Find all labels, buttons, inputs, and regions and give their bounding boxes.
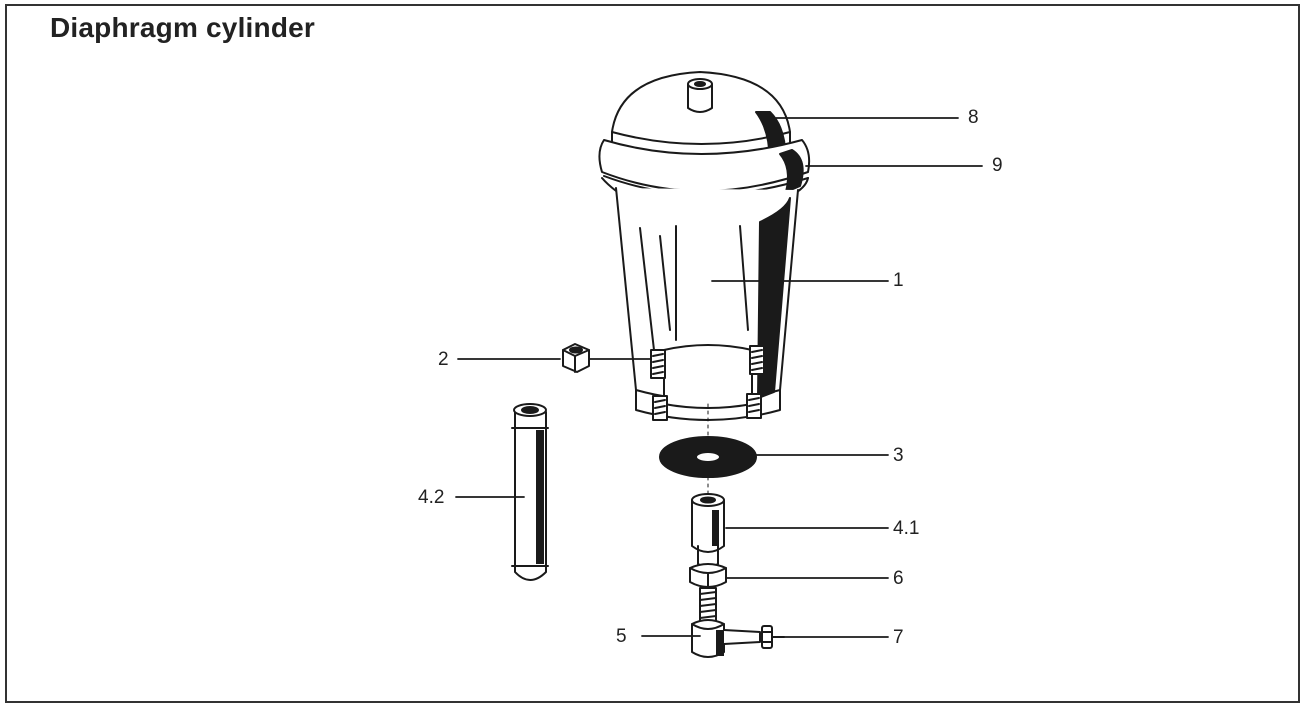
lock-nut-part <box>689 563 727 589</box>
page-title: Diaphragm cylinder <box>50 12 316 43</box>
label-part-5: 5 <box>616 626 627 647</box>
label-part-4-2: 4.2 <box>418 487 444 508</box>
housing-part <box>615 187 799 421</box>
label-part-4-1: 4.1 <box>893 518 919 539</box>
coupling-rod-part <box>691 493 725 568</box>
label-part-3: 3 <box>893 445 904 466</box>
label-part-6: 6 <box>893 568 904 589</box>
pin-bolt-part <box>723 625 785 649</box>
label-part-8: 8 <box>968 107 979 128</box>
label-part-7: 7 <box>893 627 904 648</box>
diaphragm-washer-part <box>659 436 757 478</box>
label-part-2: 2 <box>438 349 449 370</box>
push-rod-part <box>511 403 549 581</box>
label-part-9: 9 <box>992 155 1003 176</box>
hex-nut-part <box>562 343 590 373</box>
label-part-1: 1 <box>893 270 904 291</box>
threaded-stem <box>699 587 717 625</box>
leader-lines <box>455 117 983 638</box>
rod-end-part <box>691 619 725 658</box>
